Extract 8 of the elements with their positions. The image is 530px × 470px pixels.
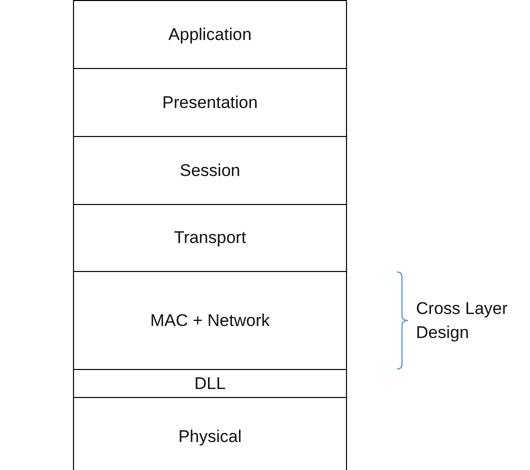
layer-box: Transport [73,204,347,272]
layer-box: Session [73,136,347,205]
layer-box: Physical [73,397,347,470]
bracket-label: Cross Layer Design [416,298,509,344]
layer-box: DLL [73,369,347,398]
layer-box: Application [73,0,347,69]
layer-box: MAC + Network [73,271,347,370]
layer-box: Presentation [73,68,347,137]
